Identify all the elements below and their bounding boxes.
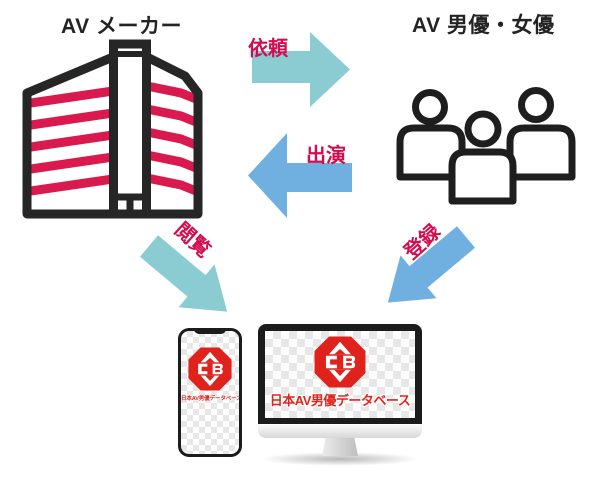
database-name: 日本AV男優データベース: [181, 396, 239, 402]
monitor-chin: [258, 424, 422, 438]
database-name: 日本AV男優データベース: [269, 393, 411, 408]
building-icon: [22, 39, 203, 219]
actors-title: AV 男優・女優: [412, 14, 555, 37]
register-arrow: [387, 226, 475, 303]
phone-notch-icon: [194, 328, 226, 334]
smartphone: 日本AV男優データベース: [178, 328, 242, 457]
desktop-monitor: 日本AV男優データベース: [258, 324, 422, 466]
monitor-frame: 日本AV男優データベース: [258, 324, 422, 424]
avdb-octagon-logo: [188, 347, 232, 391]
monitor-stand: [322, 438, 358, 456]
browse-arrow: [140, 235, 228, 312]
monitor-screen: 日本AV男優データベース: [265, 331, 415, 418]
avdb-octagon-logo: [314, 336, 366, 388]
perform-arrow: [248, 133, 352, 218]
monitor-shadow: [260, 452, 420, 466]
people-icon: [396, 87, 576, 205]
request-arrow: [252, 32, 350, 107]
maker-title: AV メーカー: [61, 15, 182, 38]
request-arrow-label: 依頼: [248, 38, 288, 60]
perform-arrow-label: 出演: [306, 145, 346, 167]
smartphone-screen: 日本AV男優データベース: [181, 331, 239, 454]
